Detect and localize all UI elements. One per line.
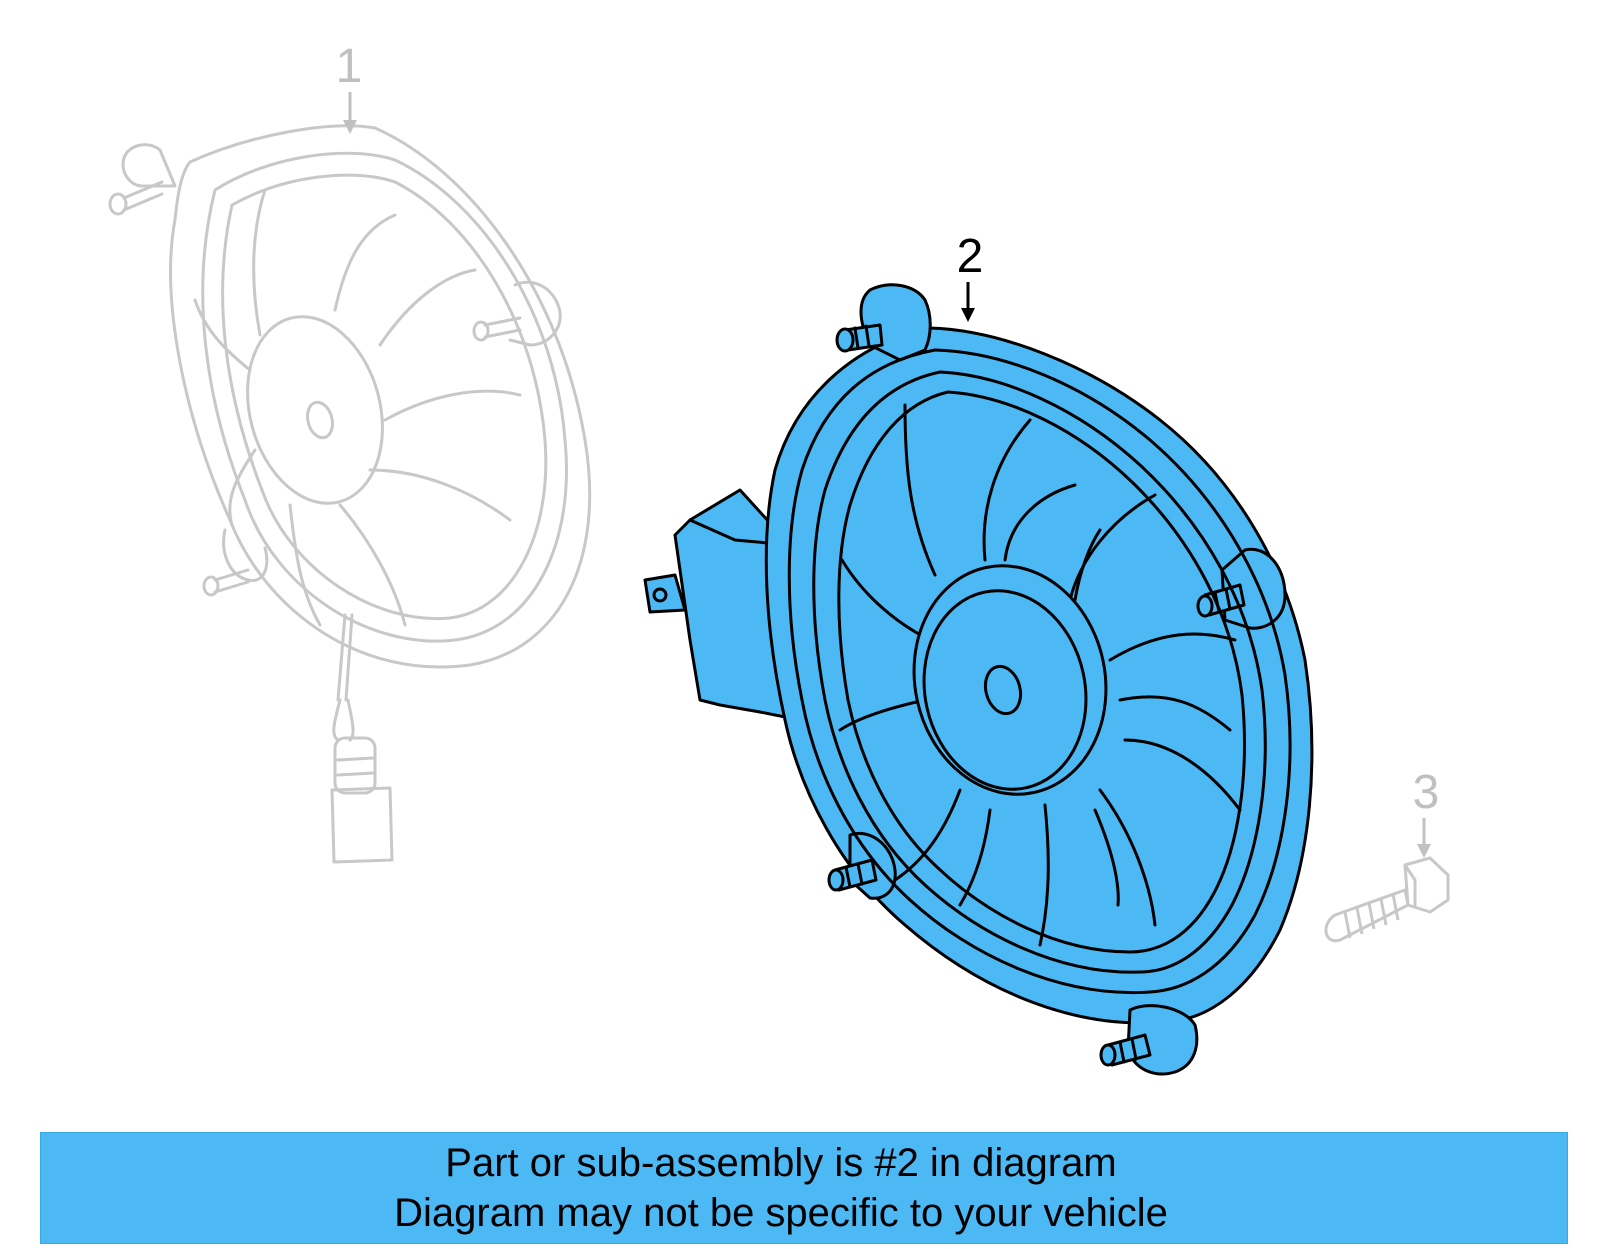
callout-3-label: 3 [1413,766,1440,819]
info-banner: Part or sub-assembly is #2 in diagram Di… [40,1132,1568,1244]
banner-line-vehicle-disclaimer: Diagram may not be specific to your vehi… [394,1191,1168,1235]
callout-1: 1 [336,40,363,134]
part-3-bolt-ghost[interactable] [1324,856,1450,943]
callout-2: 2 [957,230,984,322]
part-1-fan-assembly-ghost[interactable] [108,124,592,864]
part-2-fan-assembly-highlighted[interactable] [643,283,1314,1076]
callout-2-label: 2 [957,230,984,283]
callout-3: 3 [1413,766,1440,858]
callout-1-label: 1 [336,40,363,93]
parts-diagram: 1 [108,40,1450,1076]
banner-line-part-note: Part or sub-assembly is #2 in diagram [445,1141,1117,1185]
